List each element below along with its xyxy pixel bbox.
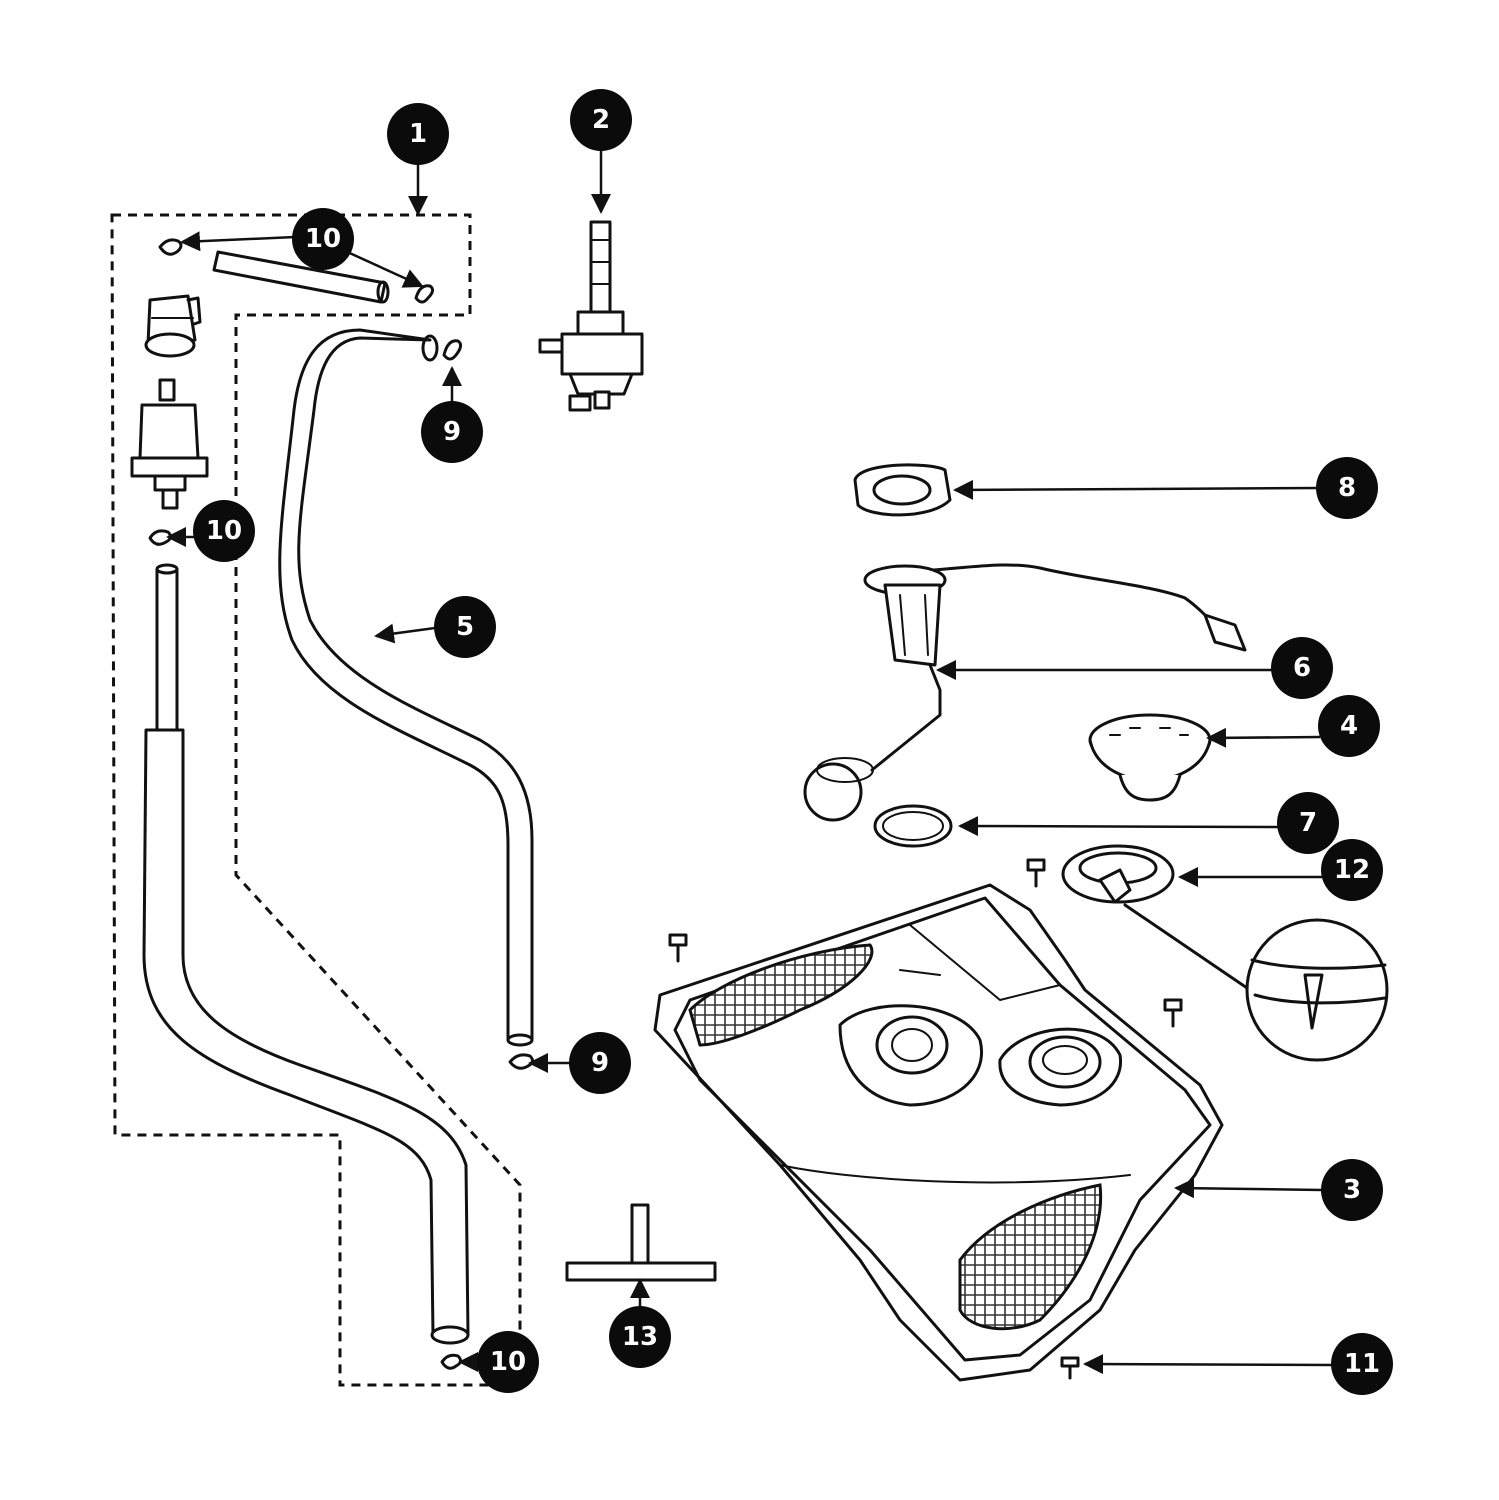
callout-13: 13 xyxy=(609,1306,671,1368)
callout-9-bottom: 9 xyxy=(569,1032,631,1094)
svg-text:11: 11 xyxy=(1344,1349,1380,1379)
kit-filter-cap xyxy=(144,294,202,358)
svg-text:9: 9 xyxy=(443,417,461,447)
tee-fitting xyxy=(565,1203,717,1282)
seal-detail-magnifier xyxy=(1123,903,1389,1062)
svg-text:6: 6 xyxy=(1293,653,1311,683)
svg-text:10: 10 xyxy=(490,1347,526,1377)
fuel-hose xyxy=(278,328,534,1047)
bolt-b xyxy=(668,933,688,963)
retaining-ring xyxy=(853,463,952,517)
svg-text:3: 3 xyxy=(1343,1175,1361,1205)
callout-6: 6 xyxy=(1271,637,1333,699)
svg-text:7: 7 xyxy=(1299,808,1317,838)
kit-clamp-bottom xyxy=(440,1353,463,1370)
svg-text:10: 10 xyxy=(305,224,341,254)
svg-text:2: 2 xyxy=(592,105,610,135)
callout-4: 4 xyxy=(1318,695,1380,757)
kit-clamp-mid xyxy=(148,529,173,546)
fuel-valve xyxy=(538,220,644,412)
gasket xyxy=(873,804,953,848)
svg-text:5: 5 xyxy=(456,612,474,642)
callout-12: 12 xyxy=(1321,839,1383,901)
callout-1: 1 xyxy=(387,103,449,165)
kit-clamp-top-right xyxy=(414,284,435,304)
kit-clamp-top-left xyxy=(158,238,183,256)
leader-lines xyxy=(166,150,1334,1375)
callout-10-bottom: 10 xyxy=(477,1331,539,1393)
bolt-11 xyxy=(1060,1356,1080,1380)
fuel-tank xyxy=(653,883,1224,1382)
svg-text:13: 13 xyxy=(622,1322,658,1352)
hose-clamp-top xyxy=(442,339,463,361)
callout-11: 11 xyxy=(1331,1333,1393,1395)
kit-short-tube xyxy=(212,250,390,304)
kit-group-outline xyxy=(110,213,522,1387)
svg-text:8: 8 xyxy=(1338,473,1356,503)
kit-fuel-filter xyxy=(130,378,209,510)
svg-text:1: 1 xyxy=(409,119,427,149)
callout-3: 3 xyxy=(1321,1159,1383,1221)
callout-10-top: 10 xyxy=(292,208,354,270)
fuel-cap xyxy=(1088,713,1212,802)
callout-8: 8 xyxy=(1316,457,1378,519)
bolt-c xyxy=(1163,998,1183,1028)
svg-text:10: 10 xyxy=(206,516,242,546)
svg-text:12: 12 xyxy=(1334,855,1370,885)
kit-long-hose xyxy=(142,563,470,1345)
fuel-level-sender xyxy=(803,563,1247,822)
callout-7: 7 xyxy=(1277,792,1339,854)
callout-5: 5 xyxy=(434,596,496,658)
bolt-a xyxy=(1026,858,1046,888)
callout-2: 2 xyxy=(570,89,632,151)
callout-9-top: 9 xyxy=(421,401,483,463)
callout-10-mid: 10 xyxy=(193,500,255,562)
svg-text:9: 9 xyxy=(591,1048,609,1078)
svg-text:4: 4 xyxy=(1340,711,1358,741)
hose-clamp-bottom xyxy=(508,1053,535,1070)
filler-neck-seal xyxy=(1061,844,1175,904)
